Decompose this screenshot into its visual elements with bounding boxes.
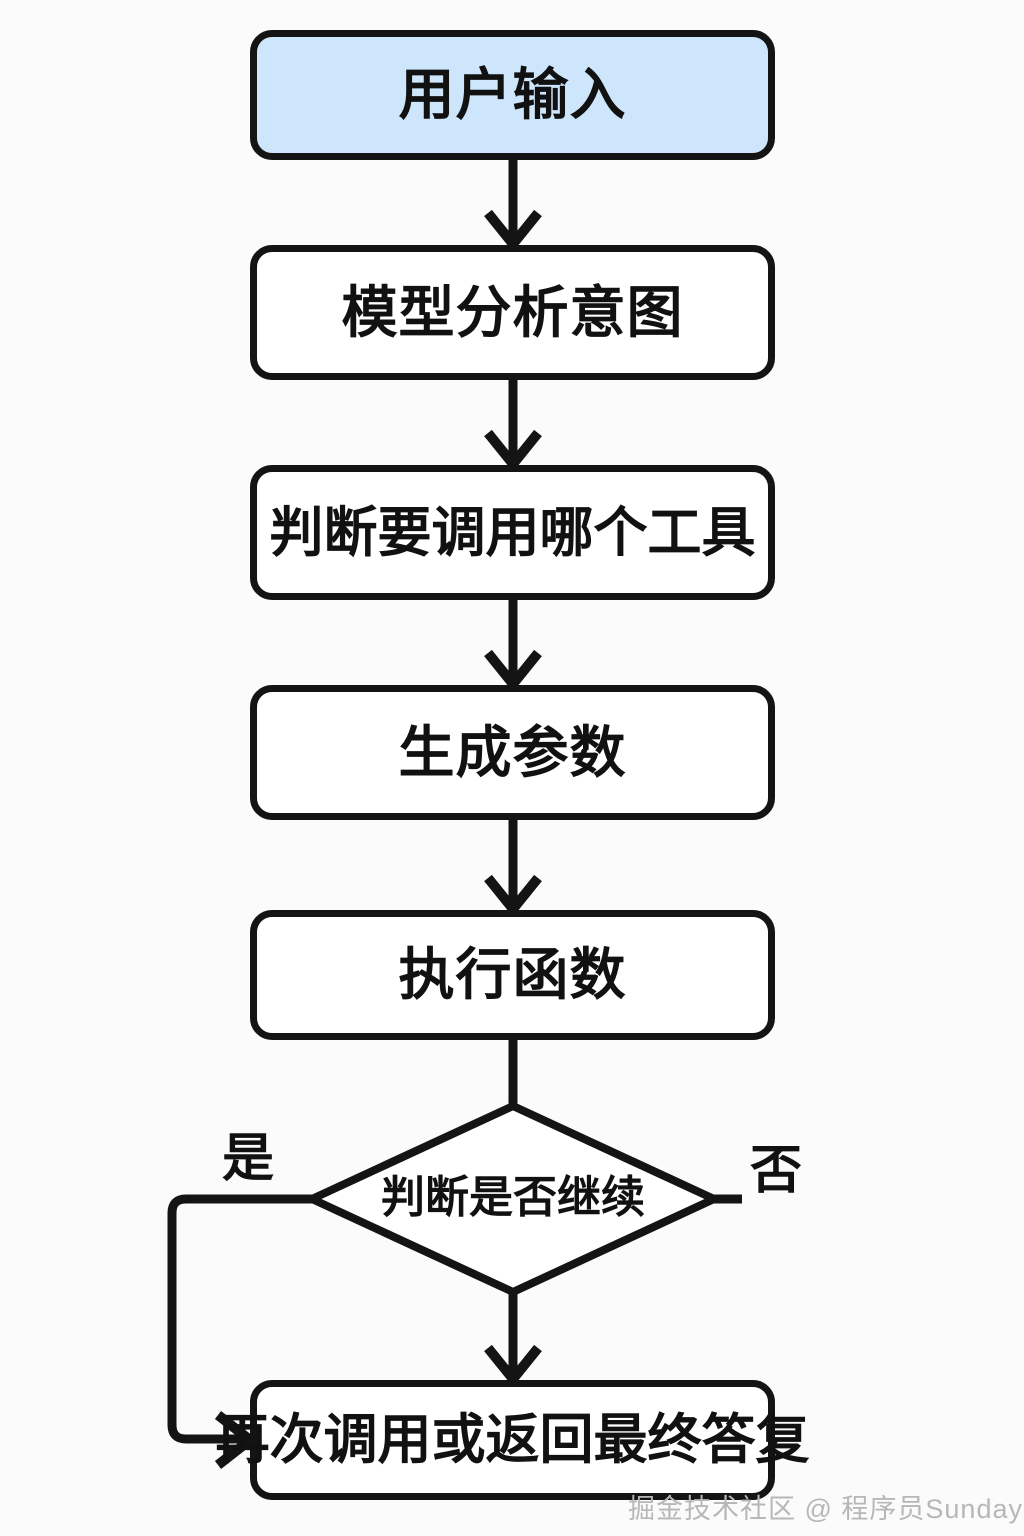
node-model-analyze-intent-label: 模型分析意图 <box>341 280 684 344</box>
node-user-input[interactable]: 用户输入 <box>250 30 775 160</box>
edge-decide-which-tool-to-generate-params <box>484 600 542 692</box>
node-decide-which-tool-label: 判断要调用哪个工具 <box>269 502 756 563</box>
edge-user-input-to-model-analyze-intent <box>484 160 542 252</box>
watermark-text: 掘金技术社区 @ 程序员Sunday <box>628 1494 1023 1524</box>
node-generate-params[interactable]: 生成参数 <box>250 685 775 820</box>
node-execute-function-label: 执行函数 <box>398 943 627 1006</box>
edge-continue-decision-to-call-again-bottom <box>484 1292 542 1387</box>
branch-label-yes: 是 <box>222 1133 274 1185</box>
watermark: 掘金技术社区 @ 程序员Sunday <box>628 1487 1023 1526</box>
branch-label-yes-text: 是 <box>222 1130 275 1188</box>
node-user-input-label: 用户输入 <box>398 63 627 126</box>
node-continue-decision[interactable]: 判断是否继续 <box>313 1176 713 1220</box>
node-continue-decision-label: 判断是否继续 <box>381 1173 645 1222</box>
node-model-analyze-intent[interactable]: 模型分析意图 <box>250 245 775 380</box>
node-decide-which-tool[interactable]: 判断要调用哪个工具 <box>250 465 775 600</box>
node-generate-params-label: 生成参数 <box>398 720 627 784</box>
branch-label-no: 否 <box>750 1145 802 1197</box>
branch-label-no-text: 否 <box>750 1142 803 1200</box>
edge-generate-params-to-execute-function <box>484 820 542 917</box>
edge-model-analyze-intent-to-decide-which-tool <box>484 380 542 472</box>
node-call-again-or-return-label: 再次调用或返回最终答复 <box>215 1410 810 1470</box>
node-execute-function[interactable]: 执行函数 <box>250 910 775 1040</box>
node-call-again-or-return[interactable]: 再次调用或返回最终答复 <box>216 1380 810 1500</box>
